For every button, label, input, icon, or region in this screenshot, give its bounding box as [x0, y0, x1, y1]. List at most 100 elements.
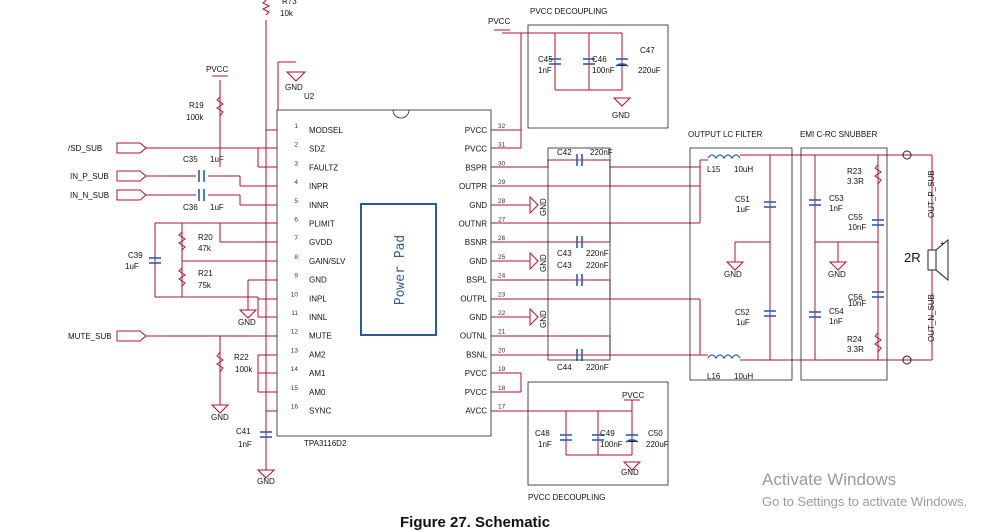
part-ref-c39-6: C39	[128, 251, 143, 260]
ic-pin-name-25: GND	[469, 257, 487, 266]
cap-c54	[809, 311, 821, 318]
ic-pin-num-26: 26	[498, 235, 506, 242]
part-ref-c35-2: C35	[183, 155, 198, 164]
part-value-l15-19: 10uH	[734, 165, 753, 174]
part-ref-c43-13: C43	[557, 249, 572, 258]
ic-pin-num-10: 10	[291, 291, 299, 298]
part-ref-c49-17: C49	[600, 429, 615, 438]
part-value-c41-8: 1nF	[238, 440, 252, 449]
ic-pin-num-21: 21	[498, 329, 506, 336]
ic-left-pins: MODSEL1SDZ2FAULTZ3INPR4INNR5PLIMIT6GVDD7…	[291, 123, 346, 416]
ic-pin-name-12: MUTE	[309, 332, 332, 341]
watermark-subtitle: Go to Settings to activate Windows.	[762, 494, 968, 509]
ic-pin-num-12: 12	[291, 329, 299, 336]
ic-pin-name-18: PVCC	[465, 388, 487, 397]
cap-c52	[764, 310, 776, 317]
part-ref-c51-21: C51	[735, 195, 750, 204]
ic-pin-num-19: 19	[498, 366, 506, 373]
ic-pin-num-11: 11	[291, 310, 298, 317]
inductors	[707, 154, 741, 360]
part-value-c45-9: 1nF	[538, 66, 552, 75]
resistor-r24	[874, 332, 882, 353]
cap-c41	[260, 431, 272, 438]
ic-pin-num-5: 5	[294, 198, 298, 205]
cap-c43a	[576, 236, 583, 248]
ic-part: TPA3116D2	[304, 439, 347, 448]
ic-pin-num-1: 1	[294, 123, 298, 130]
net-label-in-p: IN_P_SUB	[70, 172, 109, 181]
ic-pin-name-6: PLIMIT	[309, 220, 335, 229]
part-ref-c52-22: C52	[735, 308, 750, 317]
ic-pin-num-14: 14	[291, 366, 299, 373]
resistors	[178, 0, 882, 373]
gnd-symbol-gvdd	[238, 309, 258, 319]
gnd-symbol-dec1	[612, 97, 632, 107]
cap-c53	[809, 199, 821, 206]
part-value-c51-21: 1uF	[736, 205, 750, 214]
ic-pin-num-2: 2	[294, 142, 298, 149]
ic-pin-name-2: SDZ	[309, 145, 325, 154]
ic-pin-name-26: BSNR	[465, 238, 487, 247]
ic-pin-name-29: OUTPR	[459, 182, 487, 191]
net-label-pvcc-bottom: PVCC	[622, 391, 644, 400]
ic-pin-num-20: 20	[498, 347, 506, 354]
part-value-l16-20: 10uH	[734, 372, 753, 381]
part-value-c35-2: 1uF	[210, 155, 224, 164]
gnd-symbol-pin25	[529, 251, 539, 271]
gnd-symbol-pin28	[529, 195, 539, 215]
emi-snubber-title: EMI C-RC SNUBBER	[800, 130, 878, 139]
part-ref-c56-26: C56	[848, 293, 863, 302]
ic-pin-num-3: 3	[294, 160, 298, 167]
net-label-mute: MUTE_SUB	[68, 332, 112, 341]
ic-pin-num-18: 18	[498, 385, 506, 392]
ic-pin-name-27: OUTNR	[459, 220, 488, 229]
ic-pin-num-25: 25	[498, 254, 506, 261]
ic-body	[276, 109, 492, 437]
net-connectors	[116, 142, 912, 365]
cap-c35	[198, 170, 205, 182]
resistor-r73	[261, 0, 271, 16]
connector-mute	[116, 330, 147, 342]
ic-pin-name-7: GVDD	[309, 238, 332, 247]
resistor-r22	[216, 351, 224, 373]
ic-pin-num-8: 8	[294, 254, 298, 261]
gnd-label-pin25: GND	[539, 254, 548, 272]
ic-pin-name-3: FAULTZ	[309, 163, 338, 172]
part-ref-c55-25: C55	[848, 213, 863, 222]
pvcc-decoupling-box-bottom	[527, 381, 669, 486]
gnd-label-snubber: GND	[828, 270, 846, 279]
part-ref-c43-14: C43	[557, 261, 572, 270]
part-value-c53-24: 1nF	[829, 204, 843, 213]
part-ref-c42-12: C42	[557, 148, 572, 157]
ic-pin-num-30: 30	[498, 160, 506, 167]
ic-pin-num-28: 28	[498, 198, 506, 205]
cap-c42	[576, 154, 583, 166]
net-label-sd: /SD_SUB	[68, 144, 102, 153]
ic-pin-num-31: 31	[498, 142, 506, 149]
cap-c43b	[576, 274, 583, 286]
part-value-c43-14: 220nF	[586, 261, 609, 270]
connector-sd	[116, 142, 147, 154]
power-pad-box	[360, 203, 437, 336]
ic-pin-name-14: AM1	[309, 369, 326, 378]
part-value-r22-7: 100k	[235, 365, 253, 374]
ic-pin-name-16: SYNC	[309, 407, 331, 416]
ic-pin-name-22: GND	[469, 313, 487, 322]
ic-pin-num-22: 22	[498, 310, 506, 317]
gnd-symbol-lc	[725, 261, 745, 271]
part-ref-r20-4: R20	[198, 233, 213, 242]
ic-pin-num-23: 23	[498, 291, 506, 298]
gnd-label-am: GND	[211, 413, 229, 422]
part-value-c56-26: 10nF	[848, 299, 866, 308]
net-label-pvcc-top: PVCC	[488, 17, 510, 26]
resistor-r23	[874, 164, 882, 185]
ic-pin-num-29: 29	[498, 179, 506, 186]
net-labels: /SD_SUB IN_P_SUB IN_N_SUB MUTE_SUB PVCC …	[68, 17, 945, 486]
part-value-r23-23: 3.3R	[847, 177, 864, 186]
emi-snubber-box	[800, 147, 888, 381]
ic-ref: U2	[304, 92, 315, 101]
ic-pin-name-9: GND	[309, 276, 327, 285]
part-ref-l15-19: L15	[707, 165, 721, 174]
ic-pin-num-9: 9	[294, 273, 298, 280]
